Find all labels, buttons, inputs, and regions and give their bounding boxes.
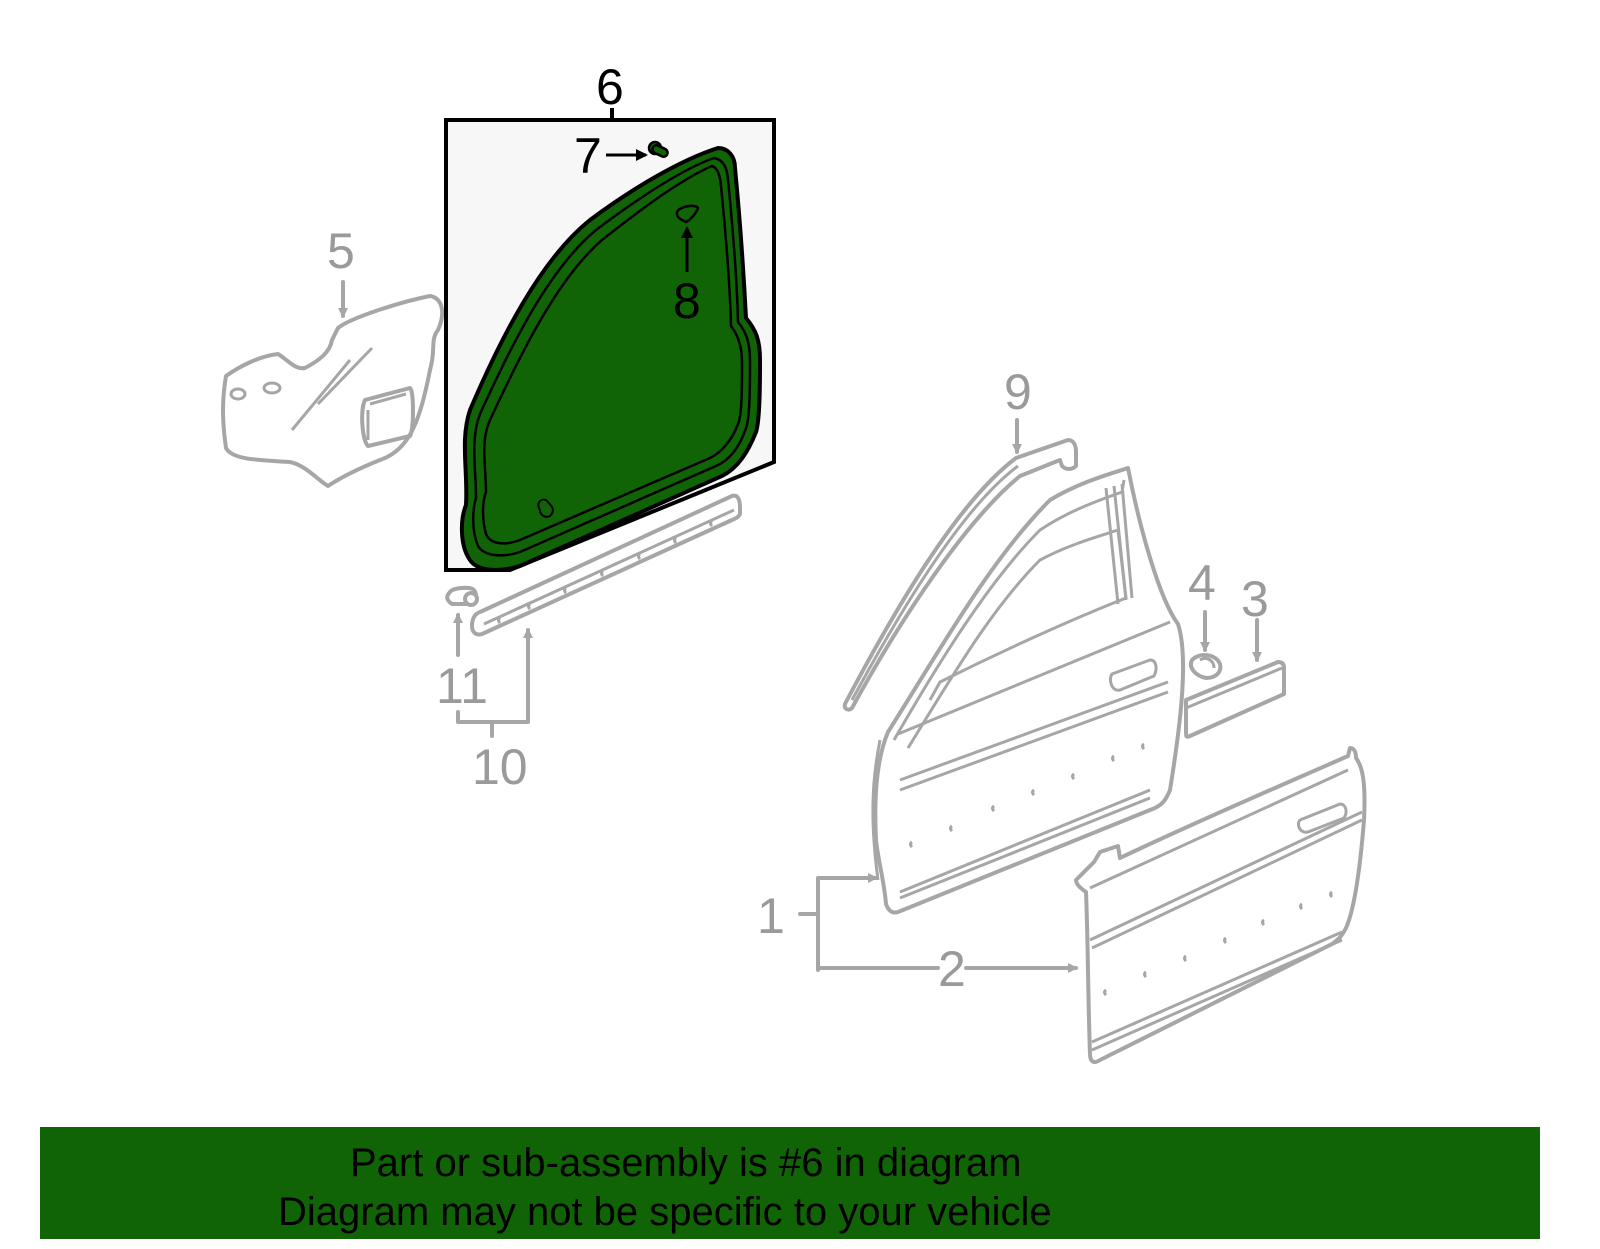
svg-text:8: 8 [673,273,701,329]
svg-text:2: 2 [938,941,966,997]
svg-text:5: 5 [327,223,355,279]
callout-6[interactable]: 6 [596,59,624,115]
svg-text:9: 9 [1004,364,1032,420]
part-7-clip[interactable] [647,140,669,158]
info-banner: Part or sub-assembly is #6 in diagram Di… [40,1127,1540,1239]
callout-4[interactable]: 4 [1188,555,1216,652]
svg-text:10: 10 [472,739,528,795]
svg-text:7: 7 [574,128,602,184]
callout-10[interactable]: 10 [456,628,533,795]
part-1-door-shell[interactable] [871,466,1186,915]
part-11-clip[interactable] [445,585,479,607]
callout-1[interactable]: 1 [757,873,878,972]
banner-part-note: Part or sub-assembly is #6 in diagram [350,1141,1022,1185]
part-2-outer-skin[interactable] [1074,746,1367,1064]
part-3-plate[interactable] [1184,660,1286,739]
svg-text:4: 4 [1188,555,1216,611]
callout-2[interactable]: 2 [816,941,1078,997]
part-6-weatherstrip[interactable] [459,145,763,572]
part-10-sill-strip[interactable] [470,493,742,637]
callout-8[interactable]: 8 [673,226,701,329]
svg-text:3: 3 [1241,571,1269,627]
callout-3[interactable]: 3 [1241,571,1269,662]
callout-5[interactable]: 5 [327,223,355,318]
part-9-molding[interactable] [842,438,1078,712]
callout-7[interactable]: 7 [574,128,648,184]
svg-text:1: 1 [757,888,785,944]
part-4-cap[interactable] [1189,653,1223,680]
part-5-panel[interactable] [221,294,445,488]
svg-text:11: 11 [436,658,488,714]
callout-9[interactable]: 9 [1004,364,1032,454]
svg-text:6: 6 [596,59,624,115]
banner-disclaimer: Diagram may not be specific to your vehi… [278,1190,1052,1234]
callout-11[interactable]: 11 [436,613,488,714]
